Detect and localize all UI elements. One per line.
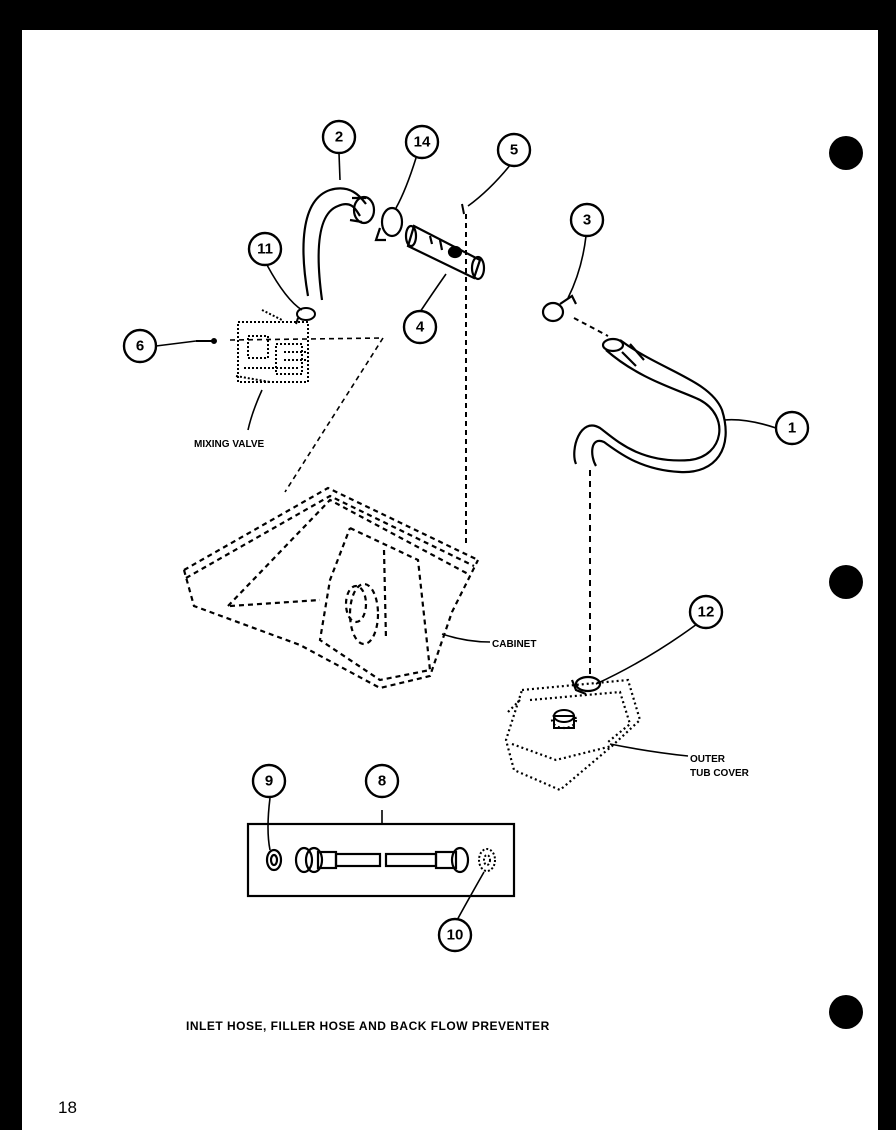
clamp-part-12: [570, 675, 602, 696]
mixing-valve: [235, 309, 309, 383]
cabinet-outline: [182, 486, 479, 690]
label-cabinet: CABINET: [492, 639, 536, 650]
tub-cover-fitting-base: [553, 715, 575, 729]
mixing-valve-leader: [247, 389, 263, 431]
washer-part-9: [265, 848, 283, 872]
binder-hole-top: [829, 136, 863, 170]
svg-text:1: 1: [788, 420, 796, 437]
svg-text:4: 4: [416, 319, 425, 336]
label-mixing-valve: MIXING VALVE: [194, 439, 265, 450]
svg-text:8: 8: [378, 773, 386, 790]
filler-hose-part-2: [302, 187, 376, 301]
svg-text:6: 6: [136, 338, 144, 355]
back-flow-preventer-part-10: [478, 848, 496, 872]
binder-hole-bottom: [829, 995, 863, 1029]
svg-text:14: 14: [414, 134, 431, 151]
connector-part-4: [404, 224, 486, 281]
callout-12: 12: [688, 594, 724, 630]
clamp-part-11: [295, 307, 316, 325]
callout-2: 2: [321, 119, 357, 155]
binder-hole-middle: [829, 565, 863, 599]
inlet-hose-part-8: [294, 846, 470, 874]
outer-tub-cover: [504, 678, 642, 792]
label-outer: OUTER: [690, 754, 726, 765]
callout-14: 14: [404, 124, 440, 160]
svg-text:12: 12: [698, 604, 715, 621]
inlet-hose-box: [246, 822, 516, 898]
callout-9: 9: [251, 763, 287, 799]
callout-10: 10: [437, 917, 473, 953]
clamp-3-leader: [573, 317, 609, 337]
callout-8: 8: [364, 763, 400, 799]
callout-1: 1: [774, 410, 810, 446]
callout-5: 5: [496, 132, 532, 168]
svg-text:2: 2: [335, 129, 343, 146]
callout-4: 4: [402, 309, 438, 345]
screw-part-6: [196, 338, 217, 344]
callout-3: 3: [569, 202, 605, 238]
svg-text:9: 9: [265, 773, 273, 790]
hose-clamp-part-14: [374, 206, 404, 242]
label-tub-cover: TUB COVER: [690, 768, 750, 779]
figure-caption: INLET HOSE, FILLER HOSE AND BACK FLOW PR…: [186, 1019, 550, 1033]
svg-text:5: 5: [510, 142, 518, 159]
clamp-part-3: [541, 294, 577, 323]
screw-part-5: [461, 203, 467, 545]
svg-text:3: 3: [583, 212, 591, 229]
callout-6: 6: [122, 328, 158, 364]
valve-cabinet-leaders: [229, 337, 384, 493]
hose-part-1: [573, 337, 727, 474]
svg-text:11: 11: [257, 241, 273, 258]
page-number: 18: [58, 1098, 77, 1117]
svg-text:10: 10: [447, 927, 464, 944]
callout-11: 11: [247, 231, 283, 267]
